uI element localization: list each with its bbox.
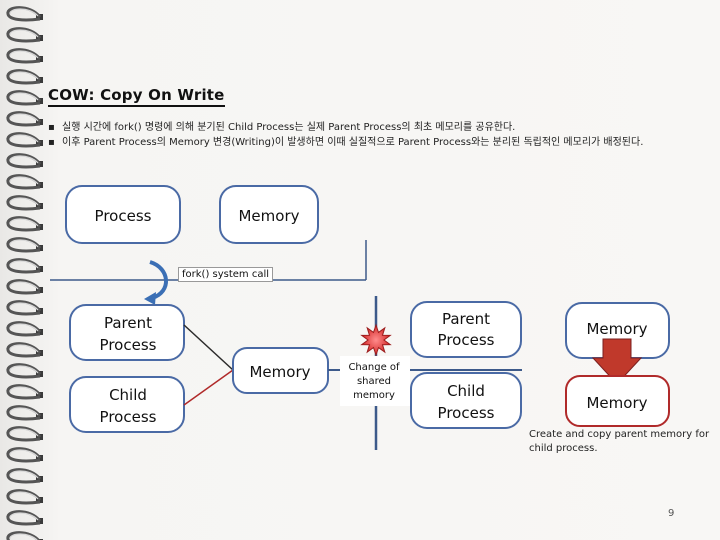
child-to-memory-line xyxy=(183,369,234,406)
parent-to-memory-line xyxy=(183,324,234,371)
top-memory-box xyxy=(219,185,319,244)
top-process-box xyxy=(65,185,181,244)
right-child-memory-box xyxy=(565,375,670,427)
right-parent-box xyxy=(410,301,522,358)
fork-curve-arrow-icon xyxy=(149,260,168,300)
top-process-label: Process xyxy=(95,207,152,225)
right-parent-label-1: Parent xyxy=(442,310,490,328)
top-memory-label: Memory xyxy=(238,207,299,225)
change-star-icon xyxy=(360,323,392,357)
spiral-binding-icon xyxy=(6,6,43,540)
left-child-label-2: Process xyxy=(100,408,157,426)
left-parent-label-2: Process xyxy=(100,336,157,354)
right-child-label-2: Process xyxy=(438,404,495,422)
slide-title: COW: Copy On Write xyxy=(48,86,225,107)
bullet-list: 실행 시간에 fork() 명령에 의해 분기된 Child Process는 … xyxy=(46,120,686,150)
shared-memory-label: Memory xyxy=(249,363,310,381)
left-parent-label-1: Parent xyxy=(104,314,152,332)
left-parent-box xyxy=(69,304,185,361)
copy-down-arrow-icon xyxy=(591,338,643,385)
change-label-1: Change of xyxy=(348,362,400,373)
fork-syscall-label: fork() system call xyxy=(178,267,274,282)
change-label-3: memory xyxy=(353,390,395,401)
change-label-2: shared xyxy=(357,376,391,387)
change-box xyxy=(340,356,410,406)
page-number: 9 xyxy=(668,508,675,519)
bullet-item-2: 이후 Parent Process의 Memory 변경(Writing)이 발… xyxy=(46,135,686,150)
left-child-label-1: Child xyxy=(109,386,147,404)
right-child-box xyxy=(410,372,522,429)
bullet-item-1: 실행 시간에 fork() 명령에 의해 분기된 Child Process는 … xyxy=(46,120,686,135)
right-parent-memory-label: Memory xyxy=(586,320,647,338)
fork-arrowhead-icon xyxy=(144,292,156,305)
right-child-label-1: Child xyxy=(447,382,485,400)
copy-caption: Create and copy parent memory for child … xyxy=(529,429,710,454)
right-child-memory-label: Memory xyxy=(586,394,647,412)
right-parent-label-2: Process xyxy=(438,331,495,349)
